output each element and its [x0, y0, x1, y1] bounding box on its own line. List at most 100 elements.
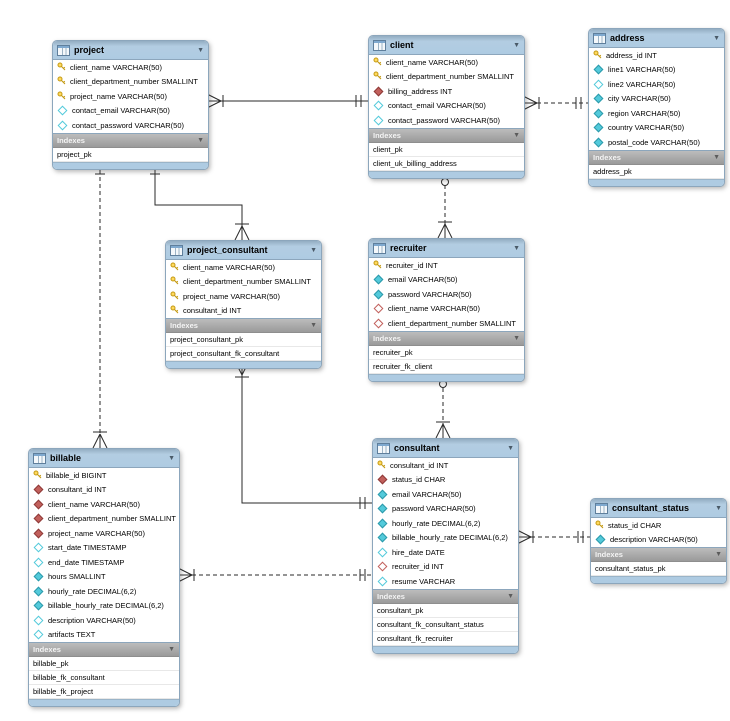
- collapse-arrow-icon[interactable]: ▼: [513, 41, 520, 49]
- table-project_consultant[interactable]: project_consultant▼client_name VARCHAR(5…: [165, 240, 322, 369]
- table-client[interactable]: client▼client_name VARCHAR(50)client_dep…: [368, 35, 525, 179]
- index-row[interactable]: client_uk_billing_address: [369, 157, 524, 171]
- index-row[interactable]: client_pk: [369, 143, 524, 157]
- column-row[interactable]: hire_date DATE: [373, 545, 518, 560]
- index-row[interactable]: project_consultant_pk: [166, 333, 321, 347]
- column-row[interactable]: line2 VARCHAR(50): [589, 77, 724, 92]
- collapse-arrow-icon[interactable]: ▼: [713, 34, 720, 42]
- index-row[interactable]: project_consultant_fk_consultant: [166, 347, 321, 361]
- index-row[interactable]: address_pk: [589, 165, 724, 179]
- indexes-header[interactable]: Indexes▼: [373, 588, 518, 604]
- indexes-header[interactable]: Indexes▼: [369, 127, 524, 143]
- column-row[interactable]: billing_address INT: [369, 84, 524, 99]
- column-row[interactable]: billable_id BIGINT: [29, 468, 179, 483]
- column-row[interactable]: hourly_rate DECIMAL(6,2): [373, 516, 518, 531]
- table-header[interactable]: recruiter▼: [369, 239, 524, 258]
- column-row[interactable]: status_id CHAR: [591, 518, 726, 533]
- table-header[interactable]: project_consultant▼: [166, 241, 321, 260]
- column-row[interactable]: contact_email VARCHAR(50): [369, 99, 524, 114]
- column-row[interactable]: client_name VARCHAR(50): [29, 497, 179, 512]
- index-row[interactable]: recruiter_pk: [369, 346, 524, 360]
- column-row[interactable]: consultant_id INT: [29, 483, 179, 498]
- column-row[interactable]: password VARCHAR(50): [373, 502, 518, 517]
- column-row[interactable]: end_date TIMESTAMP: [29, 555, 179, 570]
- table-header[interactable]: consultant_status▼: [591, 499, 726, 518]
- collapse-arrow-icon[interactable]: ▼: [168, 454, 175, 462]
- table-header[interactable]: address▼: [589, 29, 724, 48]
- relationship-project-billable[interactable]: [92, 163, 108, 449]
- index-row[interactable]: consultant_pk: [373, 604, 518, 618]
- table-project[interactable]: project▼client_name VARCHAR(50)client_de…: [52, 40, 209, 170]
- relationship-recruiter-consultant[interactable]: [435, 374, 451, 439]
- collapse-arrow-icon[interactable]: ▼: [310, 322, 317, 329]
- column-row[interactable]: email VARCHAR(50): [369, 273, 524, 288]
- index-row[interactable]: billable_pk: [29, 657, 179, 671]
- indexes-header[interactable]: Indexes▼: [369, 330, 524, 346]
- indexes-header[interactable]: Indexes▼: [166, 318, 321, 333]
- column-row[interactable]: client_department_number SMALLINT: [29, 512, 179, 527]
- collapse-arrow-icon[interactable]: ▼: [310, 246, 317, 254]
- column-row[interactable]: artifacts TEXT: [29, 628, 179, 643]
- column-row[interactable]: city VARCHAR(50): [589, 92, 724, 107]
- index-row[interactable]: billable_fk_project: [29, 685, 179, 699]
- collapse-arrow-icon[interactable]: ▼: [168, 646, 175, 653]
- relationship-consultant-project-consultant[interactable]: [234, 360, 372, 509]
- indexes-header[interactable]: Indexes▼: [589, 149, 724, 165]
- index-row[interactable]: consultant_status_pk: [591, 562, 726, 576]
- column-row[interactable]: hours SMALLINT: [29, 570, 179, 585]
- column-row[interactable]: recruiter_id INT: [369, 258, 524, 273]
- collapse-arrow-icon[interactable]: ▼: [513, 244, 520, 252]
- relationship-consultant-status-consultant[interactable]: [516, 529, 590, 545]
- column-row[interactable]: consultant_id INT: [373, 458, 518, 473]
- table-header[interactable]: project▼: [53, 41, 208, 60]
- indexes-header[interactable]: Indexes▼: [591, 547, 726, 562]
- column-row[interactable]: description VARCHAR(50): [29, 613, 179, 628]
- collapse-arrow-icon[interactable]: ▼: [715, 504, 722, 512]
- column-row[interactable]: client_department_number SMALLINT: [369, 316, 524, 331]
- index-row[interactable]: recruiter_fk_client: [369, 360, 524, 374]
- column-row[interactable]: address_id INT: [589, 48, 724, 63]
- indexes-header[interactable]: Indexes▼: [53, 132, 208, 148]
- index-row[interactable]: billable_fk_consultant: [29, 671, 179, 685]
- collapse-arrow-icon[interactable]: ▼: [513, 131, 520, 139]
- relationship-client-recruiter[interactable]: [437, 171, 453, 239]
- column-row[interactable]: client_department_number SMALLINT: [53, 75, 208, 90]
- column-row[interactable]: country VARCHAR(50): [589, 121, 724, 136]
- column-row[interactable]: recruiter_id INT: [373, 560, 518, 575]
- column-row[interactable]: client_department_number SMALLINT: [166, 275, 321, 290]
- index-row[interactable]: consultant_fk_recruiter: [373, 632, 518, 646]
- index-row[interactable]: consultant_fk_consultant_status: [373, 618, 518, 632]
- collapse-arrow-icon[interactable]: ▼: [715, 551, 722, 558]
- collapse-arrow-icon[interactable]: ▼: [197, 46, 204, 54]
- collapse-arrow-icon[interactable]: ▼: [713, 153, 720, 161]
- column-row[interactable]: client_name VARCHAR(50): [369, 302, 524, 317]
- column-row[interactable]: client_department_number SMALLINT: [369, 70, 524, 85]
- table-header[interactable]: client▼: [369, 36, 524, 55]
- column-row[interactable]: description VARCHAR(50): [591, 533, 726, 548]
- collapse-arrow-icon[interactable]: ▼: [507, 444, 514, 452]
- column-row[interactable]: project_name VARCHAR(50): [29, 526, 179, 541]
- column-row[interactable]: billable_hourly_rate DECIMAL(6,2): [373, 531, 518, 546]
- column-row[interactable]: postal_code VARCHAR(50): [589, 135, 724, 150]
- column-row[interactable]: start_date TIMESTAMP: [29, 541, 179, 556]
- column-row[interactable]: resume VARCHAR: [373, 574, 518, 589]
- relationship-client-project[interactable]: [206, 93, 368, 109]
- column-row[interactable]: region VARCHAR(50): [589, 106, 724, 121]
- collapse-arrow-icon[interactable]: ▼: [197, 136, 204, 144]
- column-row[interactable]: status_id CHAR: [373, 473, 518, 488]
- relationship-project-project-consultant[interactable]: [150, 163, 250, 241]
- column-row[interactable]: password VARCHAR(50): [369, 287, 524, 302]
- column-row[interactable]: project_name VARCHAR(50): [53, 89, 208, 104]
- column-row[interactable]: client_name VARCHAR(50): [369, 55, 524, 70]
- indexes-header[interactable]: Indexes▼: [29, 642, 179, 657]
- column-row[interactable]: project_name VARCHAR(50): [166, 289, 321, 304]
- collapse-arrow-icon[interactable]: ▼: [507, 592, 514, 600]
- column-row[interactable]: client_name VARCHAR(50): [166, 260, 321, 275]
- column-row[interactable]: client_name VARCHAR(50): [53, 60, 208, 75]
- collapse-arrow-icon[interactable]: ▼: [513, 334, 520, 342]
